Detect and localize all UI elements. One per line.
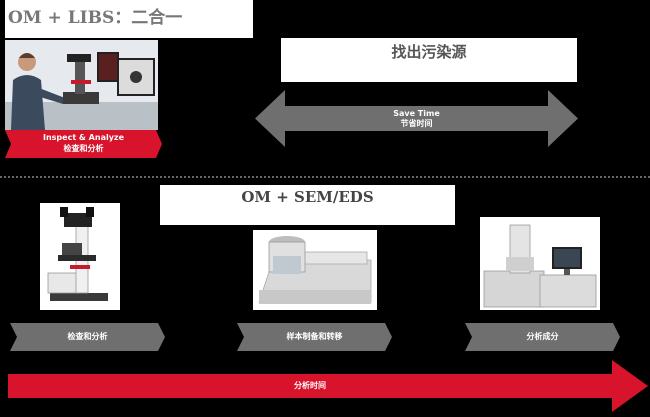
analysis-time-label: 分析时间 <box>294 381 326 390</box>
om-sem-eds-title: OM + SEM/EDS <box>241 188 374 206</box>
inspect-analyze-banner <box>5 130 162 158</box>
find-contamination-title-box: 找出污染源 <box>281 38 577 82</box>
microscope-icon <box>40 203 120 310</box>
sem-instrument-icon <box>480 217 600 310</box>
operator-at-microscope-icon <box>5 40 158 130</box>
microscope-card <box>40 203 120 310</box>
inspect-analyze-label-en: Inspect & Analyze <box>42 133 125 142</box>
om-sem-eds-title-box: OM + SEM/EDS <box>160 185 455 225</box>
sem-card <box>480 217 600 310</box>
step-banner-inspect <box>10 323 165 351</box>
section-divider <box>0 176 650 178</box>
operator-microscope-photo <box>5 40 158 130</box>
save-time-double-arrow-icon <box>255 90 578 147</box>
step-banner-composition <box>465 323 620 351</box>
sample-prep-device-icon <box>253 230 377 310</box>
analysis-time-arrow-icon <box>8 360 648 412</box>
inspect-analyze-label-cn: 检查和分析 <box>63 144 104 153</box>
om-libs-title-box: OM + LIBS：二合一 <box>5 0 253 38</box>
save-time-label-en: Save Time <box>393 109 440 118</box>
step-banner-sample-prep <box>237 323 392 351</box>
step-label-composition: 分析成分 <box>526 332 559 341</box>
find-contamination-title: 找出污染源 <box>391 43 467 61</box>
save-time-label-cn: 节省时间 <box>400 119 433 128</box>
sample-prep-card <box>253 230 377 310</box>
step-label-inspect: 检查和分析 <box>67 332 108 341</box>
om-libs-title: OM + LIBS：二合一 <box>8 8 183 28</box>
step-label-sample-prep: 样本制备和转移 <box>286 332 343 341</box>
